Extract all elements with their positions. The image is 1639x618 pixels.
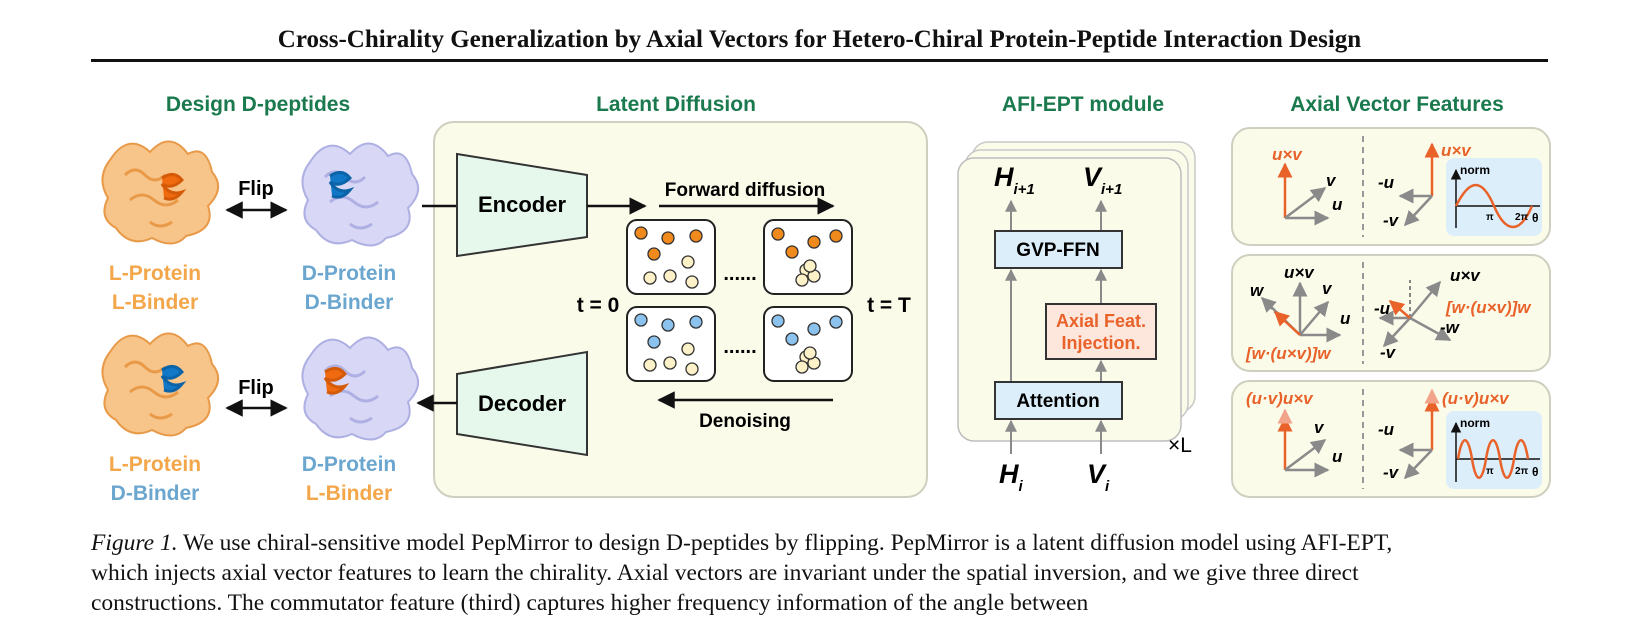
axial-1-theta: θ	[1532, 211, 1539, 225]
gvp-ffn-label: GVP-FFN	[1016, 240, 1099, 261]
axial-2-uxv-r: u×v	[1450, 266, 1481, 285]
label-row2-left-2: D-Binder	[111, 482, 200, 505]
flip-label-1: Flip	[238, 178, 274, 200]
forward-label: Forward diffusion	[665, 180, 825, 201]
figure-1: Design D-peptides Latent Diffusion AFI-E…	[101, 93, 1551, 505]
dots-bottom: ......	[723, 336, 756, 358]
axial-1-sine	[1454, 184, 1534, 228]
axial-3-comm-right: (u·v)u×v	[1442, 389, 1510, 408]
label-row2-right-2: L-Binder	[306, 482, 392, 505]
gvp-ffn-block	[994, 230, 1123, 269]
section-title-afi: AFI-EPT module	[1002, 93, 1164, 116]
caption-label: Figure 1.	[91, 530, 178, 556]
axial-2-triple-right: [w·(u×v)]w	[1445, 298, 1532, 317]
label-row2-right-1: D-Protein	[302, 453, 397, 476]
section-title-axial: Axial Vector Features	[1290, 93, 1504, 116]
axial-injection-label-2: Injection.	[1061, 333, 1140, 353]
axial-1-norm: norm	[1460, 163, 1490, 177]
axial-1-u: u	[1332, 195, 1343, 214]
axial-3-neg-u: -u	[1378, 420, 1395, 439]
figure-caption: Figure 1. We use chiral-sensitive model …	[91, 528, 1551, 618]
denoising-label: Denoising	[699, 411, 791, 432]
flip-label-2: Flip	[238, 377, 274, 399]
axial-3-2pi: 2π	[1515, 466, 1529, 477]
axial-3-left-axes	[1277, 408, 1330, 478]
axial-2-neg-v: -v	[1380, 343, 1397, 362]
particles-top-t0	[634, 226, 703, 289]
v-in-label: Vi	[1087, 459, 1110, 495]
axial-2-right-axes	[1378, 280, 1452, 348]
axial-3-neg-v: -v	[1383, 463, 1400, 482]
decoder-label: Decoder	[478, 391, 566, 416]
section-title-design: Design D-peptides	[166, 93, 350, 116]
axial-3-norm: norm	[1460, 416, 1490, 430]
axial-1-right-axes	[1398, 142, 1440, 227]
encoder-label: Encoder	[478, 192, 566, 217]
axial-injection-block	[1045, 303, 1157, 360]
afi-panel	[957, 157, 1182, 442]
dots-top: ......	[723, 263, 756, 285]
axial-3-u: u	[1332, 447, 1343, 466]
protein-l-protein-l-binder	[101, 140, 219, 245]
title-rule	[91, 59, 1548, 62]
axial-3-theta: θ	[1532, 465, 1539, 479]
h-in-label: Hi	[999, 459, 1024, 495]
particles-bottom-t0	[634, 313, 703, 376]
axial-1-neg-u: -u	[1378, 173, 1395, 192]
axial-2-uxv: u×v	[1284, 263, 1315, 282]
axial-2-left-axes	[1260, 281, 1342, 343]
attention-label: Attention	[1016, 391, 1099, 412]
caption-line-2: which injects axial vector features to l…	[91, 560, 1359, 586]
caption-line-3: constructions. The commutator feature (t…	[91, 590, 1089, 616]
label-row1-right-1: D-Protein	[302, 262, 397, 285]
t0-label: t = 0	[577, 294, 620, 317]
label-row1-left-1: L-Protein	[109, 262, 201, 285]
v-out-label: Vi+1	[1083, 162, 1122, 198]
axial-1-uxv: u×v	[1272, 145, 1303, 164]
axial-2-neg-u: -u	[1374, 299, 1391, 318]
protein-d-protein-d-binder	[301, 142, 419, 247]
latent-box-bottom-tT	[763, 306, 853, 382]
axial-1-neg-v: -v	[1383, 211, 1400, 230]
particles-bottom-tT	[771, 314, 843, 374]
label-row2-left-1: L-Protein	[109, 453, 201, 476]
axial-2-neg-w: -w	[1440, 318, 1461, 337]
protein-d-protein-l-binder	[301, 336, 419, 441]
protein-l-protein-d-binder	[101, 332, 219, 437]
axial-1-pi: π	[1486, 212, 1494, 223]
encoder-block	[456, 152, 588, 258]
axial-2-u: u	[1340, 309, 1351, 328]
section-title-latent: Latent Diffusion	[596, 93, 756, 116]
tT-label: t = T	[867, 294, 911, 317]
caption-line-1: Figure 1. We use chiral-sensitive model …	[91, 528, 1551, 558]
label-row1-left-2: L-Binder	[112, 291, 198, 314]
axial-3-v: v	[1314, 418, 1325, 437]
h-out-label: Hi+1	[994, 162, 1035, 198]
axial-2-triple-left: [w·(u×v)]w	[1245, 344, 1332, 363]
axial-3-right-axes	[1398, 388, 1440, 480]
page-title: Cross-Chirality Generalization by Axial …	[277, 26, 1362, 53]
caption-text-1: We use chiral-sensitive model PepMirror …	[183, 530, 1393, 556]
axial-3-plot-bg	[1446, 411, 1542, 489]
axial-2-w: w	[1250, 281, 1265, 300]
axial-1-left-axes	[1277, 162, 1330, 226]
attention-block	[994, 381, 1123, 420]
axial-injection-label-1: Axial Feat.	[1056, 311, 1146, 331]
axial-1-2pi: 2π	[1515, 212, 1529, 223]
axial-1-uxv-r: u×v	[1441, 141, 1472, 160]
axial-1-plot-bg	[1446, 158, 1542, 236]
axial-1-v: v	[1326, 171, 1337, 190]
particles-top-tT	[771, 227, 843, 287]
axial-2-v: v	[1322, 279, 1333, 298]
decoder-block	[456, 350, 588, 457]
times-l-label: ×L	[1168, 434, 1192, 457]
axial-3-sine	[1456, 439, 1530, 479]
axial-3-comm-left: (u·v)u×v	[1246, 389, 1314, 408]
axial-3-pi: π	[1486, 466, 1494, 477]
label-row1-right-2: D-Binder	[305, 291, 394, 314]
